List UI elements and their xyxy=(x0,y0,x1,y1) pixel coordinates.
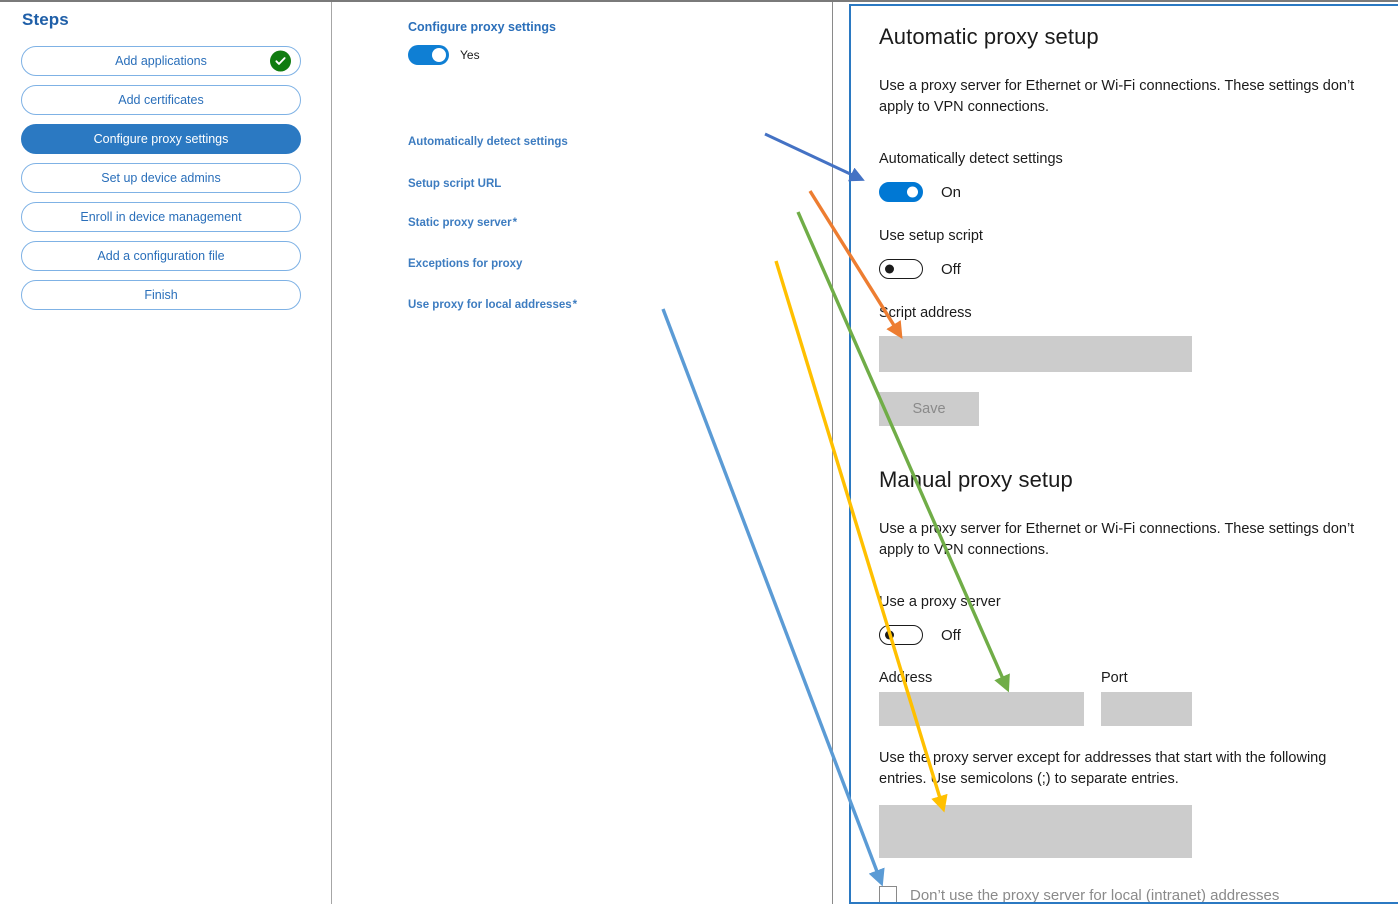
required-marker: * xyxy=(572,299,578,311)
automatically-detect-settings-label: Automatically detect settings xyxy=(879,151,1063,167)
step-button-add-a-configuration-file[interactable]: Add a configuration file xyxy=(21,241,301,271)
use-a-proxy-server-toggle-row: Off xyxy=(879,625,961,645)
step-button-add-certificates[interactable]: Add certificates xyxy=(21,85,301,115)
script-address-label: Script address xyxy=(879,305,972,321)
panel-divider xyxy=(832,2,833,904)
use-setup-script-toggle[interactable] xyxy=(879,259,923,279)
label-setup-script-url: Setup script URL xyxy=(408,178,502,190)
step-button-configure-proxy-settings[interactable]: Configure proxy settings xyxy=(21,124,301,154)
use-a-proxy-server-toggle[interactable] xyxy=(879,625,923,645)
use-setup-script-toggle-row: Off xyxy=(879,259,961,279)
automatically-detect-settings-state: On xyxy=(941,183,962,201)
automatic-proxy-setup-description: Use a proxy server for Ethernet or Wi-Fi… xyxy=(879,78,1355,116)
bypass-local-addresses-row: Don’t use the proxy server for local (in… xyxy=(879,886,1280,904)
exceptions-description: Use the proxy server except for addresse… xyxy=(879,750,1327,788)
label-static-proxy-server: Static proxy server* xyxy=(408,217,518,229)
manual-proxy-setup-description: Use a proxy server for Ethernet or Wi-Fi… xyxy=(879,521,1355,559)
window-top-rule xyxy=(0,0,1398,2)
step-button-set-up-device-admins[interactable]: Set up device admins xyxy=(21,163,301,193)
label-automatically-detect-settings: Automatically detect settings xyxy=(408,136,568,148)
form-heading: Configure proxy settings xyxy=(408,20,556,34)
port-input[interactable] xyxy=(1101,692,1192,726)
step-label: Add applications xyxy=(115,54,207,68)
automatic-proxy-setup-heading: Automatic proxy setup xyxy=(879,24,1099,49)
configure-proxy-settings-toggle-row: Yes xyxy=(408,45,480,65)
script-address-input[interactable] xyxy=(879,336,1192,372)
step-button-enroll-in-device-management[interactable]: Enroll in device management xyxy=(21,202,301,232)
label-exceptions-for-proxy: Exceptions for proxy xyxy=(408,258,523,270)
steps-panel: Steps Add applications Add certificates … xyxy=(0,2,332,904)
step-label: Add certificates xyxy=(118,93,204,107)
step-button-add-applications[interactable]: Add applications xyxy=(21,46,301,76)
use-a-proxy-server-label: Use a proxy server xyxy=(879,594,1001,610)
use-a-proxy-server-state: Off xyxy=(941,626,961,644)
automatically-detect-settings-toggle[interactable] xyxy=(879,182,923,202)
bypass-local-addresses-label: Don’t use the proxy server for local (in… xyxy=(910,886,1280,904)
save-button[interactable]: Save xyxy=(879,392,979,426)
step-button-finish[interactable]: Finish xyxy=(21,280,301,310)
address-label: Address xyxy=(879,670,933,686)
toggle-knob xyxy=(885,264,894,274)
proxy-form-panel: Configure proxy settings Yes Automatical… xyxy=(332,2,1150,904)
manual-proxy-setup-heading: Manual proxy setup xyxy=(879,467,1073,492)
configure-proxy-settings-toggle-state: Yes xyxy=(460,48,480,62)
toggle-knob xyxy=(885,630,894,640)
step-label: Configure proxy settings xyxy=(93,132,229,146)
label-use-proxy-for-local-addresses: Use proxy for local addresses* xyxy=(408,299,578,311)
use-setup-script-label: Use setup script xyxy=(879,228,983,244)
bypass-local-addresses-checkbox[interactable] xyxy=(879,886,897,902)
automatically-detect-settings-toggle-row: On xyxy=(879,182,961,202)
port-label: Port xyxy=(1101,670,1128,686)
step-label: Set up device admins xyxy=(101,171,221,185)
toggle-knob xyxy=(907,186,918,198)
steps-panel-title: Steps xyxy=(22,10,69,29)
address-input[interactable] xyxy=(879,692,1084,726)
use-setup-script-state: Off xyxy=(941,260,961,278)
toggle-knob xyxy=(432,48,446,62)
steps-list: Add applications Add certificates Config… xyxy=(21,46,301,319)
step-label: Finish xyxy=(144,288,178,302)
exceptions-input[interactable] xyxy=(879,805,1192,858)
windows-settings-proxy-panel: Automatic proxy setup Use a proxy server… xyxy=(849,4,1398,904)
step-label: Add a configuration file xyxy=(97,249,225,263)
required-marker: * xyxy=(512,217,518,229)
configure-proxy-settings-toggle[interactable] xyxy=(408,45,449,65)
step-label: Enroll in device management xyxy=(80,210,242,224)
check-circle-icon xyxy=(270,50,291,72)
